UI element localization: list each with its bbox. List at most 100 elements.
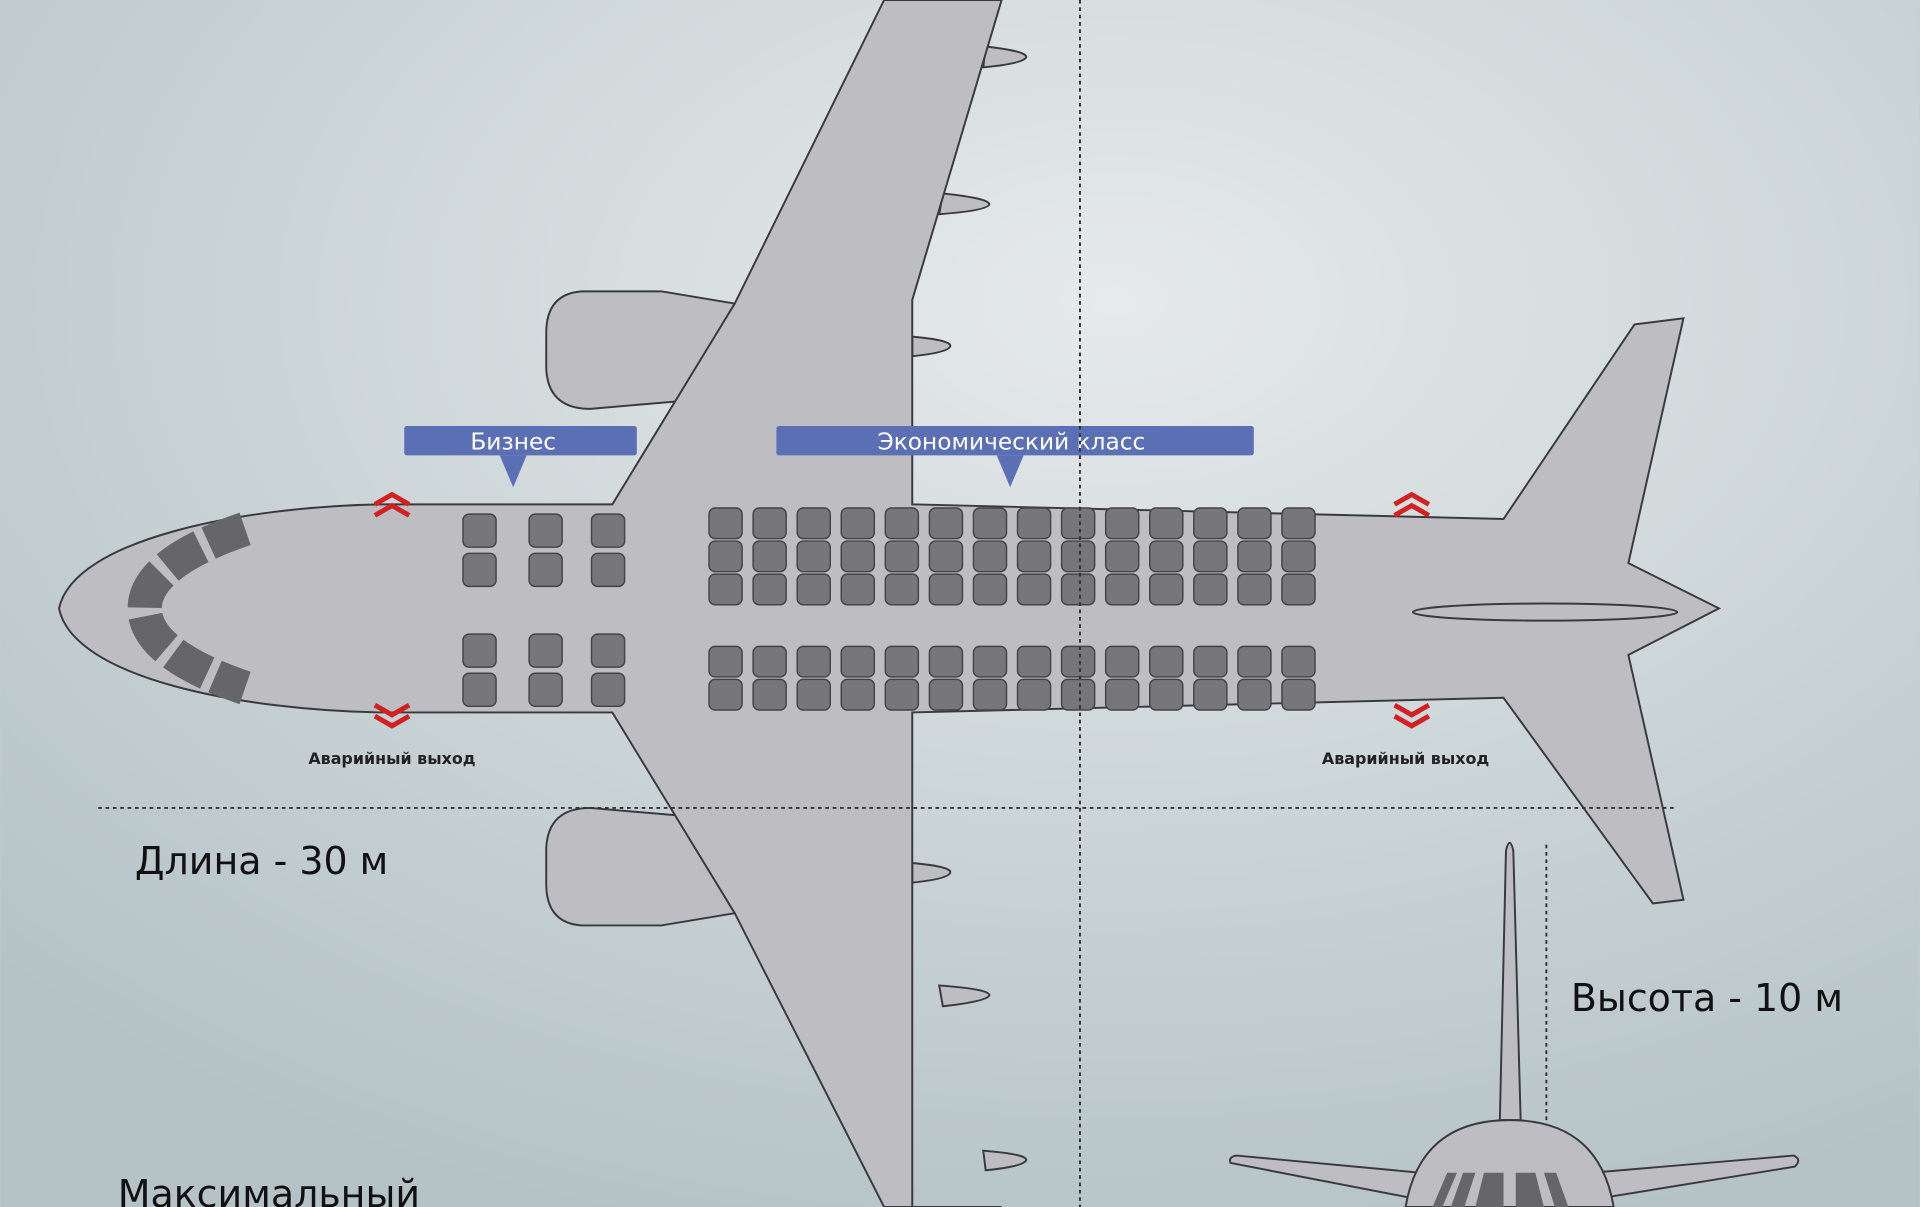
economy-seat (708, 540, 743, 573)
economy-seat (1149, 573, 1184, 606)
economy-label: Экономический класс (878, 428, 1146, 455)
economy-seat (708, 573, 743, 606)
economy-seat (796, 540, 831, 573)
economy-seat (796, 645, 831, 678)
economy-seat (1149, 678, 1184, 711)
business-seat (590, 633, 626, 668)
economy-seat (1016, 678, 1052, 711)
economy-seat (752, 540, 787, 573)
economy-seat (972, 540, 1008, 573)
exit-up-icon (1393, 491, 1431, 518)
economy-seat (1104, 540, 1140, 573)
economy-seat (1237, 507, 1272, 540)
economy-seat (1104, 645, 1140, 678)
economy-seat (1281, 540, 1316, 573)
economy-seat (1016, 507, 1052, 540)
economy-seat (796, 678, 831, 711)
economy-seat (1016, 540, 1052, 573)
horizontal-stabilizer (1411, 602, 1679, 622)
economy-seat (884, 573, 920, 606)
emergency-exit-label: Аварийный выход (1322, 749, 1489, 768)
exit-down-icon (1393, 702, 1431, 729)
economy-seat (972, 507, 1008, 540)
economy-seat (796, 573, 831, 606)
aircraft-front-view (1229, 841, 1800, 1207)
economy-seat (1060, 645, 1096, 678)
economy-seat (752, 573, 787, 606)
economy-seat (708, 507, 743, 540)
economy-seat (884, 507, 920, 540)
economy-seat (1237, 678, 1272, 711)
business-seat (462, 513, 497, 548)
economy-seat (1016, 645, 1052, 678)
economy-seat (972, 645, 1008, 678)
economy-seat (884, 645, 920, 678)
economy-seat (928, 573, 964, 606)
economy-seat (972, 573, 1008, 606)
economy-class-banner: Экономический класс (776, 426, 1254, 488)
economy-seat (1149, 645, 1184, 678)
business-seat (462, 633, 497, 668)
economy-seat (1060, 540, 1096, 573)
emergency-exit-label: Аварийный выход (308, 749, 475, 768)
economy-seat (840, 573, 876, 606)
economy-seat (1193, 573, 1228, 606)
economy-seat (1281, 507, 1316, 540)
business-class-banner: Бизнес (404, 426, 637, 488)
economy-seat (1281, 678, 1316, 711)
business-seat (528, 513, 563, 548)
economy-seat (928, 540, 964, 573)
economy-seat (1237, 645, 1272, 678)
economy-seat (1016, 573, 1052, 606)
economy-seat (1193, 645, 1228, 678)
engine-top (545, 290, 737, 466)
economy-seat (1060, 573, 1096, 606)
exit-chevrons (373, 491, 1431, 729)
economy-seat (840, 678, 876, 711)
business-seat (528, 552, 563, 588)
height-label: Высота - 10 м (1571, 976, 1843, 1020)
economy-seat (796, 507, 831, 540)
economy-seat (928, 645, 964, 678)
business-seat (590, 672, 626, 708)
business-seat (462, 552, 497, 588)
flap-fairings (911, 45, 1028, 1172)
business-seat (528, 672, 563, 708)
length-label: Длина - 30 м (135, 839, 388, 883)
economy-seat (752, 678, 787, 711)
business-seat (590, 552, 626, 588)
economy-seat (1060, 507, 1096, 540)
business-seat (590, 513, 626, 548)
economy-seat (928, 507, 964, 540)
economy-seat (1193, 507, 1228, 540)
economy-seat (752, 507, 787, 540)
economy-seat (1281, 645, 1316, 678)
economy-seat (1193, 540, 1228, 573)
seat-map (462, 507, 1316, 711)
max-label: Максимальный (118, 1172, 420, 1207)
economy-seat (1281, 573, 1316, 606)
economy-seat (1149, 540, 1184, 573)
cockpit-windows (127, 512, 251, 705)
business-seat (528, 633, 563, 668)
economy-seat (752, 645, 787, 678)
economy-seat (1193, 678, 1228, 711)
economy-seat (840, 540, 876, 573)
economy-seat (840, 507, 876, 540)
economy-seat (884, 540, 920, 573)
economy-seat (708, 645, 743, 678)
exit-down-icon (373, 702, 411, 729)
exit-up-icon (373, 491, 411, 518)
economy-seat (1237, 540, 1272, 573)
business-label: Бизнес (470, 428, 556, 455)
economy-seat (1104, 678, 1140, 711)
economy-seat (1149, 507, 1184, 540)
economy-seat (708, 678, 743, 711)
economy-seat (884, 678, 920, 711)
economy-seat (972, 678, 1008, 711)
economy-seat (928, 678, 964, 711)
business-seat (462, 672, 497, 708)
economy-seat (1237, 573, 1272, 606)
economy-seat (1104, 507, 1140, 540)
